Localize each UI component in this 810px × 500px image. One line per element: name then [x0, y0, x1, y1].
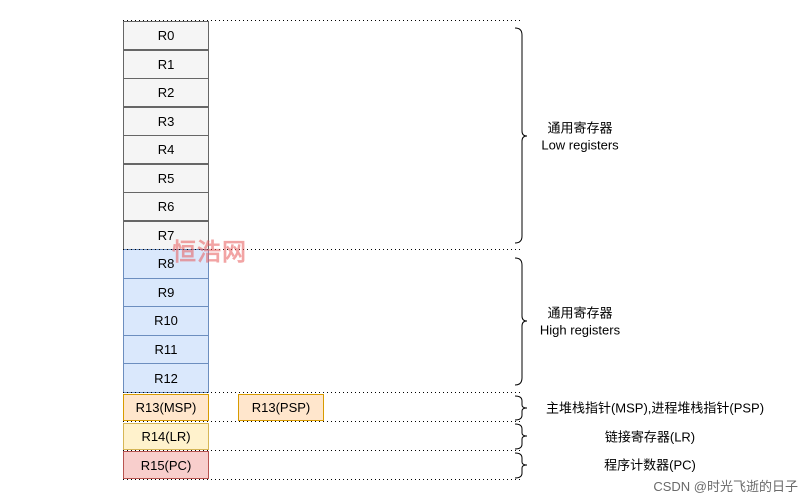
register-r13-msp: R13(MSP) [123, 394, 209, 421]
low-registers-label-zh: 通用寄存器 [547, 120, 613, 136]
low-registers-label-en: Low registers [541, 137, 619, 153]
register-r13-psp: R13(PSP) [238, 394, 324, 421]
brace-stack-pointers [514, 395, 528, 421]
credit-text: CSDN @时光飞逝的日子 [653, 479, 798, 494]
register-r11: R11 [123, 334, 209, 365]
register-r5: R5 [123, 163, 209, 193]
stack-pointer-label: 主堆栈指针(MSP),进程堆栈指针(PSP) [545, 400, 765, 416]
watermark: 恒浩网 [172, 239, 247, 266]
register-r3: R3 [123, 106, 209, 136]
link-register-label: 链接寄存器(LR) [604, 429, 696, 445]
register-r4: R4 [123, 135, 209, 164]
brace-high-registers [514, 257, 528, 386]
register-r15-pc: R15(PC) [123, 451, 209, 479]
register-r14-lr: R14(LR) [123, 422, 209, 450]
register-r0: R0 [123, 21, 209, 50]
register-r9: R9 [123, 277, 209, 308]
high-registers-label-zh: 通用寄存器 [547, 305, 613, 321]
register-r10: R10 [123, 306, 209, 336]
register-r7: R7 [123, 220, 209, 250]
register-r1: R1 [123, 49, 209, 79]
brace-link-register [514, 423, 528, 450]
register-r6: R6 [123, 192, 209, 221]
program-counter-label: 程序计数器(PC) [604, 457, 696, 473]
register-r2: R2 [123, 78, 209, 107]
brace-low-registers [514, 27, 528, 244]
brace-program-counter [514, 452, 528, 479]
high-registers-label-en: High registers [539, 322, 621, 338]
register-r12: R12 [123, 363, 209, 393]
